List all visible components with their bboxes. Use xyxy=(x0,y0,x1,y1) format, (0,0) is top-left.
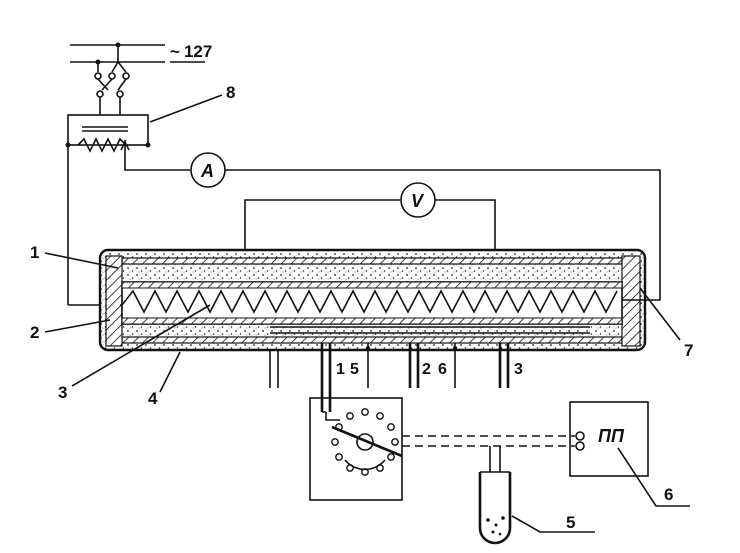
voltmeter-label: V xyxy=(411,191,425,211)
leader-8 xyxy=(149,94,223,123)
transformer-slider-arrow xyxy=(120,140,130,160)
switch-box xyxy=(309,397,403,501)
switch-hub xyxy=(356,433,374,451)
callout-5: 5 xyxy=(566,513,575,532)
ice-particle-2 xyxy=(494,523,498,527)
supply-voltage-label: ~127 xyxy=(170,42,212,61)
switch-contacts xyxy=(331,408,399,476)
autotransformer xyxy=(65,114,151,306)
wire-to-ammeter xyxy=(124,160,190,171)
switch-contact xyxy=(346,412,354,420)
switch-contact xyxy=(391,438,399,446)
recorder-terminal-2 xyxy=(575,441,585,451)
port-left xyxy=(269,350,279,388)
callout-4: 4 xyxy=(148,389,158,408)
vessel-body xyxy=(478,472,512,545)
thermocouple-6-tip xyxy=(453,346,457,350)
ice-particle-4 xyxy=(491,530,495,534)
heater-chamber xyxy=(121,281,623,325)
port-label-2: 2 xyxy=(422,361,431,378)
switch-contact xyxy=(331,438,339,446)
switch-terminal-1 xyxy=(94,72,102,80)
recorder-box xyxy=(569,401,649,477)
switch-contact xyxy=(376,412,384,420)
ammeter-label: A xyxy=(200,161,214,181)
autotransformer-box xyxy=(67,114,149,146)
port-1 xyxy=(320,343,332,412)
switch-rotor xyxy=(331,425,403,458)
power-supply: ~127 xyxy=(70,42,212,115)
leader-6 xyxy=(617,447,690,507)
ammeter-circuit: A xyxy=(124,152,661,301)
port-label-1: 1 xyxy=(336,361,345,378)
rotary-switch xyxy=(309,397,585,501)
ceramic-tube-bottom xyxy=(121,317,623,325)
ceramic-tube-top xyxy=(121,281,623,289)
leader-1 xyxy=(44,252,119,269)
thermocouple-5-tip xyxy=(366,346,370,350)
switch-blades xyxy=(97,78,127,91)
port-label-3: 3 xyxy=(514,361,523,378)
transformer-node-right xyxy=(145,142,151,148)
furnace-outer-shell-bottom xyxy=(121,336,623,344)
furnace-end-cap-right xyxy=(621,255,641,347)
signal-wires xyxy=(402,435,575,447)
callout-3: 3 xyxy=(58,383,67,402)
switch-contact xyxy=(361,408,369,416)
ports: 1 5 2 6 3 xyxy=(269,343,523,412)
tube-furnace xyxy=(98,248,647,352)
switch-leads xyxy=(99,97,121,115)
recorder-label: ПП xyxy=(598,426,625,446)
switch-contact xyxy=(387,423,395,431)
switch-contact xyxy=(335,453,343,461)
callouts: 1 2 3 4 5 6 7 8 xyxy=(30,83,693,533)
port-label-5: 5 xyxy=(350,361,359,378)
callout-8: 8 xyxy=(226,83,235,102)
leader-2 xyxy=(44,319,111,333)
switch-terminal-4 xyxy=(96,90,104,98)
leader-5 xyxy=(511,515,595,533)
cold-junction-leads xyxy=(489,446,501,472)
port-label-6: 6 xyxy=(438,361,447,378)
switch-arc xyxy=(344,459,386,471)
switch-terminal-2 xyxy=(108,72,116,80)
leader-3 xyxy=(71,304,211,387)
switch-contact xyxy=(387,453,395,461)
cold-junction-vessel xyxy=(478,471,512,545)
switch-terminal-5 xyxy=(116,90,124,98)
recorder-terminal-1 xyxy=(575,431,585,441)
leader-4 xyxy=(159,351,181,393)
transformer-winding xyxy=(77,137,127,153)
callout-6: 6 xyxy=(664,485,673,504)
switch-wire-a xyxy=(111,45,127,73)
port-3 xyxy=(498,343,510,388)
ice-particle-3 xyxy=(501,516,505,520)
leader-7 xyxy=(639,287,681,341)
callout-2: 2 xyxy=(30,323,39,342)
port-2 xyxy=(408,343,420,388)
wire-ammeter-return xyxy=(225,169,661,301)
switch-lead-1 xyxy=(322,411,340,421)
callout-1: 1 xyxy=(30,243,39,262)
callout-7: 7 xyxy=(684,341,693,360)
ice-particle-5 xyxy=(498,532,502,536)
heater-coil xyxy=(121,289,618,314)
recorder: ПП xyxy=(569,401,649,477)
furnace-end-cap-left xyxy=(105,255,123,347)
furnace-outer-shell-top xyxy=(121,257,623,265)
ice-particle-1 xyxy=(486,518,490,522)
switch-terminal-3 xyxy=(122,72,130,80)
